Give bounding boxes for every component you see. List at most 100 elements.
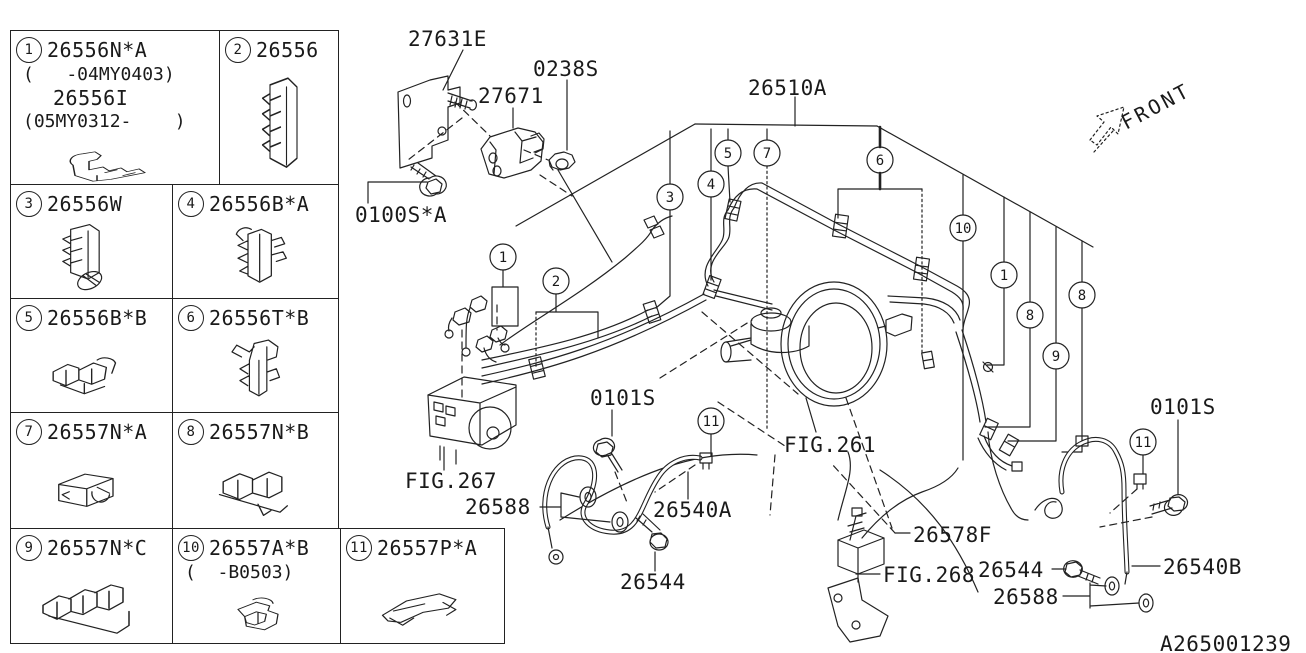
part-code: 26557A*B (209, 536, 310, 560)
part-callout-number: 4 (178, 191, 204, 217)
valve-27671-drawing (480, 127, 545, 179)
callouts: 5 7 6 3 4 1 2 10 1 8 9 8 11 11 (489, 139, 1157, 456)
label-fig267: FIG.267 (405, 469, 497, 493)
label-26578F: 26578F (913, 523, 992, 547)
part-sketch (58, 473, 114, 507)
svg-text:7: 7 (763, 146, 771, 162)
part-callout-number: 6 (178, 305, 204, 331)
right-brake-hose-group (830, 419, 1189, 613)
pipe-fitting-cluster (444, 295, 510, 399)
callout-8-b: 8 (1068, 281, 1096, 309)
part-code: 26556N*A (47, 38, 148, 62)
part-code-alt: 26556I (53, 86, 129, 110)
label-0238S: 0238S (533, 57, 599, 81)
label-0101S-right: 0101S (1150, 395, 1216, 419)
label-26588-left: 26588 (465, 495, 531, 519)
part-sketch (42, 584, 130, 634)
svg-text:9: 9 (1052, 349, 1060, 365)
part-sketch (69, 151, 146, 182)
callout-9: 9 (1042, 342, 1070, 370)
svg-text:3: 3 (666, 190, 674, 206)
svg-text:11: 11 (1135, 435, 1152, 451)
part-code: 26557N*C (47, 536, 148, 560)
label-26510A: 26510A (748, 76, 827, 100)
label-27631E: 27631E (408, 27, 487, 51)
doc-number: A265001239 (1160, 632, 1291, 653)
part-sketch (381, 593, 457, 626)
nut-0238S-drawing (548, 151, 576, 171)
svg-text:1: 1 (499, 250, 507, 266)
bolt-0100SA-drawing (410, 162, 447, 197)
part-sketch (218, 471, 289, 516)
part-code: 26557N*A (47, 420, 148, 444)
brake-pipes (481, 182, 1029, 521)
svg-text:6: 6 (876, 153, 884, 169)
booster-drawing (659, 281, 913, 529)
part-code: 26557P*A (377, 536, 478, 560)
part-code: 26557N*B (209, 420, 310, 444)
part-code: 26556W (47, 192, 123, 216)
label-fig261: FIG.261 (784, 433, 876, 457)
part-callout-number: 3 (16, 191, 42, 217)
part-sketch (62, 224, 103, 291)
callout-6: 6 (866, 146, 894, 174)
label-26544-left: 26544 (620, 570, 686, 594)
part-callout-number: 2 (225, 37, 251, 63)
svg-text:1: 1 (1000, 268, 1008, 284)
front-direction-label: FRONT (1117, 78, 1195, 135)
pipe-clamps (528, 198, 1020, 457)
part-code: 26556T*B (209, 306, 310, 330)
callout-2: 2 (542, 267, 570, 295)
label-0100SA: 0100S*A (355, 203, 447, 227)
part-sketch (235, 227, 287, 283)
callout-10: 10 (949, 214, 977, 242)
svg-text:11: 11 (703, 414, 720, 430)
label-26588-right: 26588 (993, 585, 1059, 609)
svg-text:8: 8 (1078, 288, 1086, 304)
bracket-27631E-drawing (397, 75, 477, 169)
assembly-dash-lines (407, 101, 573, 197)
part-callout-number: 1 (16, 37, 42, 63)
label-fig268: FIG.268 (883, 563, 975, 587)
part-callout-number: 9 (16, 535, 42, 561)
part-callout-number: 8 (178, 419, 204, 445)
callout-1-right: 1 (990, 261, 1018, 289)
label-26544-right: 26544 (978, 558, 1044, 582)
part-applicability: (05MY0312- ) (23, 111, 186, 132)
label-26540B: 26540B (1163, 555, 1242, 579)
part-applicability: ( -B0503) (185, 562, 294, 583)
part-callout-number: 7 (16, 419, 42, 445)
svg-text:8: 8 (1026, 308, 1034, 324)
callout-3: 3 (656, 183, 684, 211)
svg-text:5: 5 (724, 146, 732, 162)
part-sketch (237, 597, 279, 631)
part-sketch (52, 357, 117, 395)
callout-4: 4 (697, 170, 725, 198)
part-callout-number: 5 (16, 305, 42, 331)
callout-11-left: 11 (697, 407, 725, 435)
callout-leader-lines (491, 125, 1144, 475)
callout-11-right: 11 (1129, 428, 1157, 456)
part-code: 26556B*A (209, 192, 310, 216)
svg-text:10: 10 (955, 221, 972, 237)
hillholder-valve-drawing (827, 451, 959, 643)
label-26540A: 26540A (653, 498, 732, 522)
